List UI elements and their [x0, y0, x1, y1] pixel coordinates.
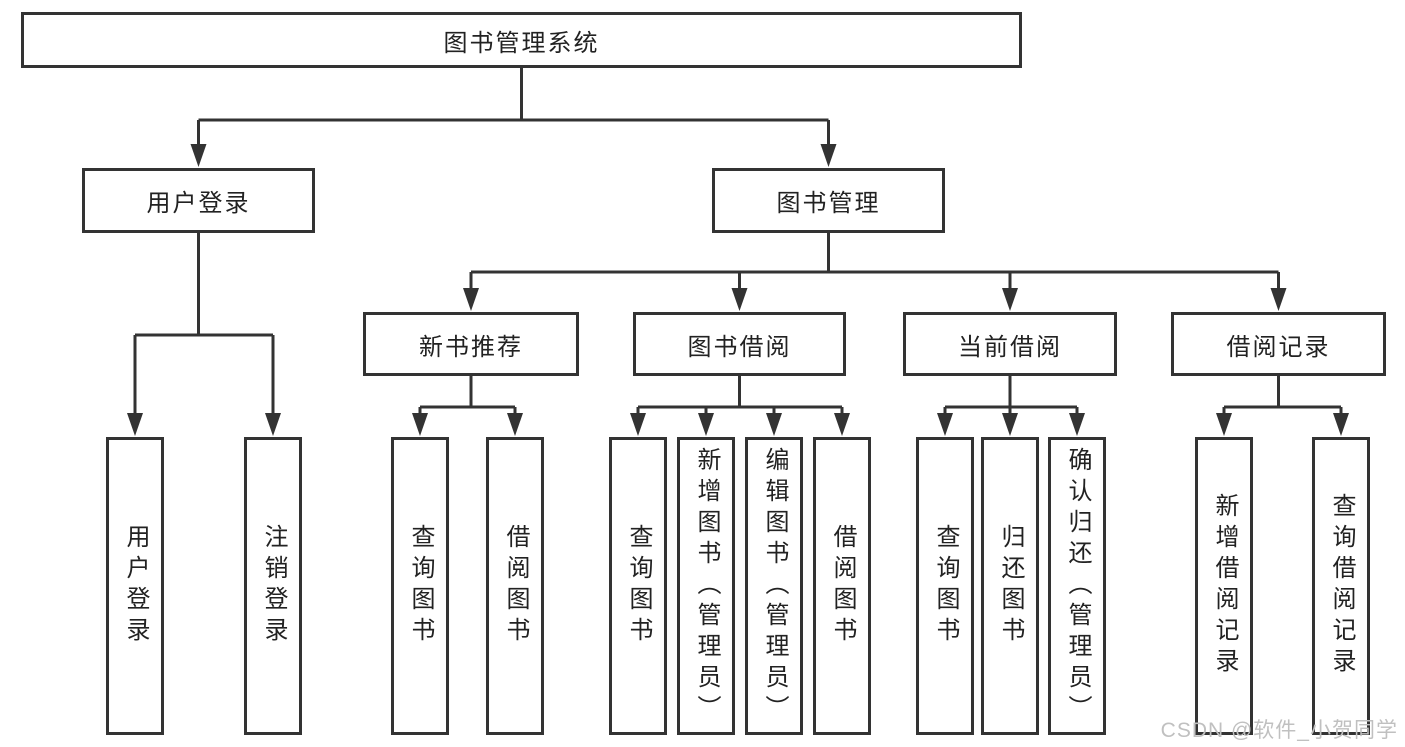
node-leaf-logout: 注销登录 [244, 437, 302, 735]
node-leaf-confirm-return-admin: 确认归还（管理员） [1048, 437, 1106, 735]
node-leaf-add-borrow-record: 新增借阅记录 [1195, 437, 1253, 735]
arrow-down-icon [412, 413, 428, 436]
node-leaf-query-borrow-record-label: 查询借阅记录 [1328, 493, 1355, 679]
arrow-down-icon [766, 413, 782, 436]
node-leaf-add-book-admin: 新增图书（管理员） [677, 437, 735, 735]
arrow-down-icon [463, 288, 479, 311]
node-leaf-borrow-book-2: 借阅图书 [813, 437, 871, 735]
arrow-down-icon [937, 413, 953, 436]
arrow-down-icon [731, 288, 748, 311]
arrow-down-icon [127, 413, 143, 436]
node-borrow-records: 借阅记录 [1171, 312, 1386, 376]
arrow-down-icon [698, 413, 714, 436]
arrow-down-icon [190, 144, 207, 167]
connector-new-book-recommend-children [418, 376, 517, 415]
connector-book-management-children [469, 233, 1280, 290]
node-leaf-query-book-1-label: 查询图书 [407, 524, 434, 648]
node-book-borrowing: 图书借阅 [633, 312, 846, 376]
node-borrow-records-label: 借阅记录 [1226, 333, 1331, 361]
node-current-borrowing-label: 当前借阅 [958, 333, 1062, 361]
arrowheads [127, 144, 1349, 436]
node-leaf-borrow-book-2-label: 借阅图书 [829, 524, 856, 648]
node-leaf-user-login-label: 用户登录 [122, 524, 149, 648]
node-leaf-return-book: 归还图书 [981, 437, 1039, 735]
node-leaf-query-book-3: 查询图书 [916, 437, 974, 735]
node-leaf-add-borrow-record-label: 新增借阅记录 [1211, 493, 1238, 679]
connector-borrow-records-children [1222, 376, 1343, 415]
node-leaf-edit-book-admin-label: 编辑图书（管理员） [761, 446, 788, 726]
arrow-down-icon [820, 144, 837, 167]
node-leaf-query-borrow-record: 查询借阅记录 [1312, 437, 1370, 735]
node-book-management-label: 图书管理 [776, 190, 881, 217]
node-leaf-borrow-book-1-label: 借阅图书 [502, 524, 529, 648]
node-leaf-confirm-return-admin-label: 确认归还（管理员） [1064, 446, 1091, 726]
node-book-management: 图书管理 [712, 168, 945, 233]
node-user-login: 用户登录 [82, 168, 315, 233]
node-leaf-add-book-admin-label: 新增图书（管理员） [693, 446, 720, 726]
arrow-down-icon [1216, 413, 1232, 436]
node-leaf-query-book-3-label: 查询图书 [932, 524, 959, 648]
arrow-down-icon [1069, 413, 1085, 436]
arrow-down-icon [1002, 413, 1018, 436]
arrow-down-icon [1270, 288, 1287, 311]
node-book-borrowing-label: 图书借阅 [687, 333, 792, 361]
node-leaf-query-book-1: 查询图书 [391, 437, 449, 735]
node-new-book-recommend-label: 新书推荐 [419, 333, 523, 361]
node-leaf-edit-book-admin: 编辑图书（管理员） [745, 437, 803, 735]
node-current-borrowing: 当前借阅 [903, 312, 1117, 376]
connector-book-borrowing-children [636, 376, 844, 415]
csdn-watermark: CSDN @软件_小贺同学 [1160, 719, 1398, 742]
node-leaf-user-login: 用户登录 [106, 437, 164, 735]
node-leaf-logout-label: 注销登录 [260, 524, 287, 648]
node-leaf-borrow-book-1: 借阅图书 [486, 437, 544, 735]
arrow-down-icon [834, 413, 850, 436]
connector-current-borrowing-children [943, 376, 1079, 415]
arrow-down-icon [630, 413, 646, 436]
arrow-down-icon [507, 413, 523, 436]
connector-user-login-children [133, 233, 275, 415]
arrow-down-icon [1002, 288, 1018, 311]
arrow-down-icon [1333, 413, 1349, 436]
connectors [133, 68, 1343, 415]
node-new-book-recommend: 新书推荐 [363, 312, 579, 376]
node-leaf-query-book-2-label: 查询图书 [625, 524, 652, 648]
connector-root-children [197, 68, 830, 146]
node-root: 图书管理系统 [21, 12, 1022, 68]
node-leaf-return-book-label: 归还图书 [997, 524, 1024, 648]
node-root-label: 图书管理系统 [443, 29, 600, 57]
node-leaf-query-book-2: 查询图书 [609, 437, 667, 735]
arrow-down-icon [265, 413, 281, 436]
node-user-login-label: 用户登录 [146, 190, 251, 217]
